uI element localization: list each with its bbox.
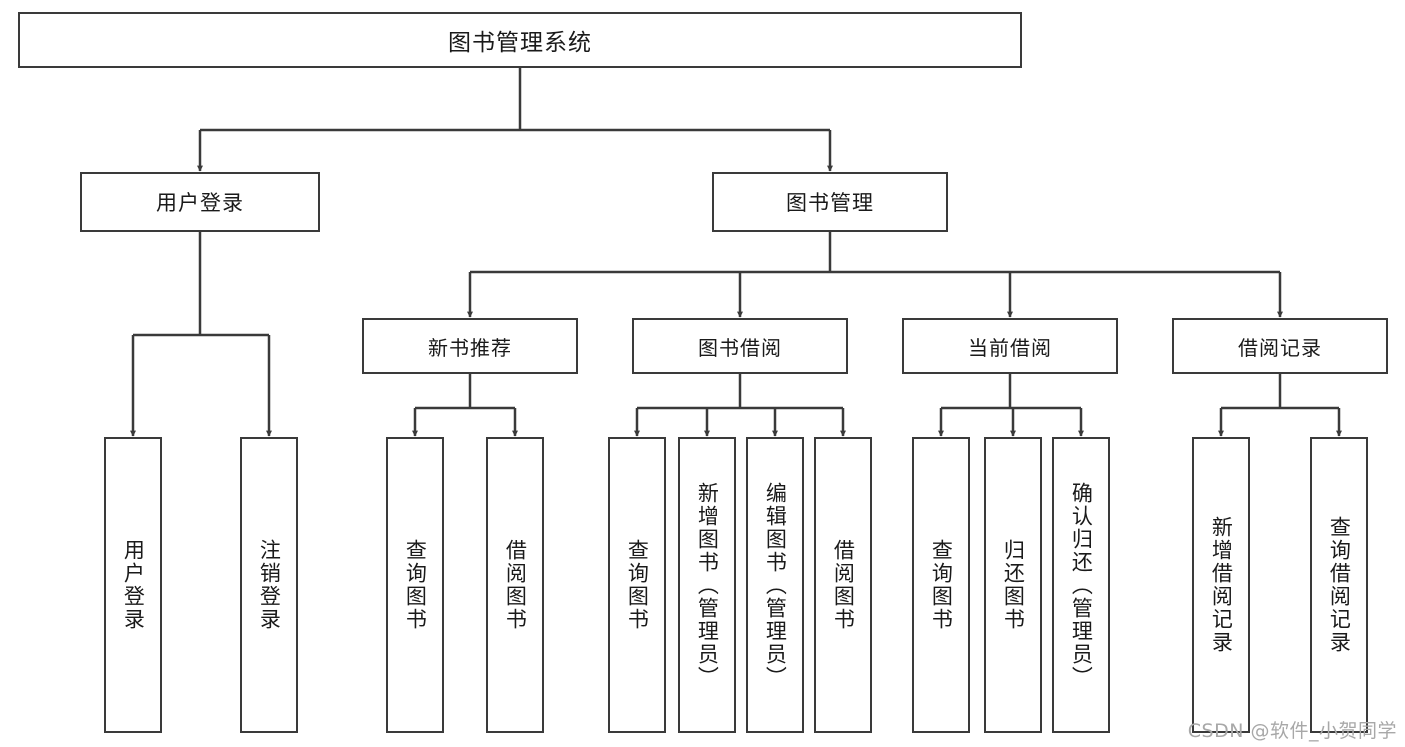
node-leaf-query-book-3[interactable]: 查询图书 bbox=[912, 437, 970, 733]
node-leaf-add-record-label: 新增借阅记录 bbox=[1209, 516, 1234, 654]
node-leaf-edit-book-admin-label: 编辑图书（管理员） bbox=[763, 481, 788, 689]
node-leaf-return-book[interactable]: 归还图书 bbox=[984, 437, 1042, 733]
node-new-book-recommend-label: 新书推荐 bbox=[428, 335, 512, 360]
node-book-manage[interactable]: 图书管理 bbox=[712, 172, 948, 232]
node-leaf-edit-book-admin[interactable]: 编辑图书（管理员） bbox=[746, 437, 804, 733]
node-leaf-logout-login-label: 注销登录 bbox=[257, 539, 282, 631]
node-borrow-record[interactable]: 借阅记录 bbox=[1172, 318, 1388, 374]
watermark-label: CSDN @软件_小贺同学 bbox=[1187, 720, 1397, 742]
node-leaf-user-login-label: 用户登录 bbox=[121, 539, 146, 631]
node-book-borrow-label: 图书借阅 bbox=[698, 335, 782, 360]
node-leaf-borrow-book-2-label: 借阅图书 bbox=[831, 539, 856, 631]
node-leaf-borrow-book-1[interactable]: 借阅图书 bbox=[486, 437, 544, 733]
node-leaf-add-book-admin[interactable]: 新增图书（管理员） bbox=[678, 437, 736, 733]
node-leaf-query-book-1[interactable]: 查询图书 bbox=[386, 437, 444, 733]
node-leaf-borrow-book-1-label: 借阅图书 bbox=[503, 539, 528, 631]
node-leaf-confirm-return[interactable]: 确认归还（管理员） bbox=[1052, 437, 1110, 733]
node-leaf-query-book-2-label: 查询图书 bbox=[625, 539, 650, 631]
node-leaf-logout-login[interactable]: 注销登录 bbox=[240, 437, 298, 733]
node-leaf-query-book-1-label: 查询图书 bbox=[403, 539, 428, 631]
node-new-book-recommend[interactable]: 新书推荐 bbox=[362, 318, 578, 374]
node-leaf-add-book-admin-label: 新增图书（管理员） bbox=[695, 481, 720, 689]
node-leaf-add-record[interactable]: 新增借阅记录 bbox=[1192, 437, 1250, 733]
node-current-borrow[interactable]: 当前借阅 bbox=[902, 318, 1118, 374]
node-user-login[interactable]: 用户登录 bbox=[80, 172, 320, 232]
node-root-label: 图书管理系统 bbox=[448, 30, 592, 56]
node-leaf-query-record[interactable]: 查询借阅记录 bbox=[1310, 437, 1368, 733]
node-borrow-record-label: 借阅记录 bbox=[1238, 335, 1322, 360]
node-book-borrow[interactable]: 图书借阅 bbox=[632, 318, 848, 374]
node-book-manage-label: 图书管理 bbox=[786, 191, 874, 215]
node-current-borrow-label: 当前借阅 bbox=[968, 335, 1052, 360]
node-leaf-query-book-2[interactable]: 查询图书 bbox=[608, 437, 666, 733]
node-leaf-borrow-book-2[interactable]: 借阅图书 bbox=[814, 437, 872, 733]
node-root[interactable]: 图书管理系统 bbox=[18, 12, 1022, 68]
node-user-login-label: 用户登录 bbox=[156, 191, 244, 215]
node-leaf-user-login[interactable]: 用户登录 bbox=[104, 437, 162, 733]
node-leaf-query-record-label: 查询借阅记录 bbox=[1327, 516, 1352, 654]
node-leaf-query-book-3-label: 查询图书 bbox=[929, 539, 954, 631]
node-leaf-confirm-return-label: 确认归还（管理员） bbox=[1069, 481, 1094, 689]
node-leaf-return-book-label: 归还图书 bbox=[1001, 539, 1026, 631]
